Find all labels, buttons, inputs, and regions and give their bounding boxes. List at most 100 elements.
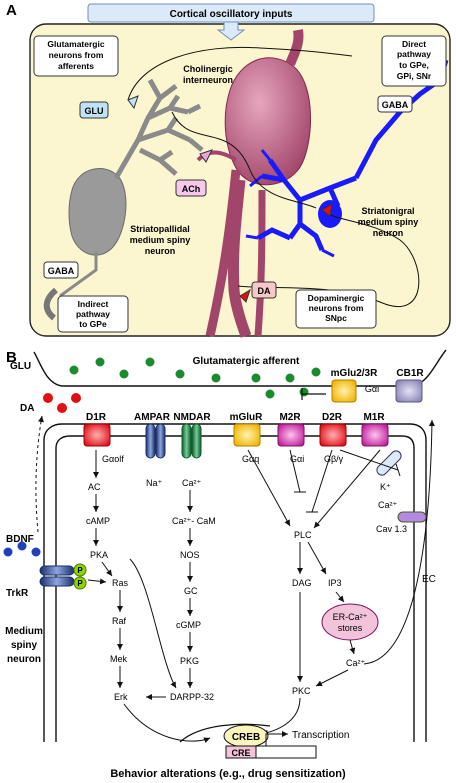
msn-label-3: neuron	[7, 654, 41, 665]
transcription-label: Transcription	[292, 730, 349, 741]
gbg-label: Gβ/γ	[324, 454, 344, 464]
da-afferent-axon	[237, 211, 420, 308]
mglu23-receptor	[331, 379, 357, 403]
direct-pathway-box	[381, 35, 447, 87]
striatopallidal-3: neuron	[145, 246, 176, 256]
d1r-receptor	[83, 423, 111, 447]
galphai-top-label: Gαi	[365, 384, 379, 394]
gaba-tag-left-box	[43, 261, 79, 279]
galphai-label: Gαi	[290, 454, 304, 464]
indirect-pathway-1: Indirect	[78, 299, 109, 309]
erk-node: Erk	[114, 692, 128, 702]
trkr-ras-arrow	[87, 578, 107, 585]
cav13-label: Cav 1.3	[376, 524, 407, 534]
glut-neurons-label-1: Glutamatergic	[47, 39, 104, 49]
mglur-receptor	[233, 423, 261, 447]
darpp-node: DARPP-32	[170, 692, 214, 702]
gaba-tag-right-box	[377, 95, 413, 113]
cav13-channel	[397, 511, 427, 523]
msn-label-2: spiny	[11, 640, 38, 651]
indirect-pathway-2: pathway	[76, 309, 110, 319]
gaba-tag-right: GABA	[382, 100, 409, 110]
glu-synapse	[127, 95, 139, 110]
plc-node: PLC	[294, 530, 312, 540]
cholinergic-label: Cholinergic	[183, 64, 233, 74]
nmdar-channel-b	[191, 423, 202, 459]
glu-tag: GLU	[85, 106, 104, 116]
cre-label: CRE	[231, 748, 250, 758]
pkc-creb-arrow	[261, 697, 301, 736]
glu-label: GLU	[10, 361, 31, 372]
cb1r-receptor	[395, 379, 423, 403]
da-synapse	[239, 288, 251, 303]
direct-pathway-4: GPi, SNr	[397, 71, 432, 81]
glu-to-nigral-axon	[171, 111, 317, 209]
er-stores-2: stores	[338, 623, 363, 633]
direct-pathway-2: pathway	[397, 49, 431, 59]
dag-node: DAG	[292, 578, 312, 588]
galphaq-label: Gαq	[242, 454, 259, 464]
creb-label: CREB	[232, 732, 260, 743]
ampar-channel-a	[145, 423, 156, 459]
glu-afferent-axon	[127, 46, 353, 101]
pkg-node: PKG	[180, 656, 199, 666]
bdnf-label: BDNF	[6, 534, 34, 545]
phospho-a-label: P	[77, 566, 83, 575]
panel-a-label: A	[6, 2, 17, 19]
phospho-b-label: P	[77, 579, 83, 588]
cb1r-label: CB1R	[396, 368, 424, 379]
glut-neurons-label-3: afferents	[58, 61, 94, 71]
m1r-label: M1R	[363, 412, 385, 423]
camp-node: cAMP	[86, 516, 110, 526]
bdnf-molecules	[3, 541, 41, 557]
postsynaptic-membrane	[43, 423, 427, 742]
trkr-receptor-b	[39, 576, 75, 587]
er-stores-1: ER-Ca²⁺	[333, 612, 368, 622]
dopaminergic-1: Dopaminergic	[308, 293, 365, 303]
d2r-receptor	[319, 423, 347, 447]
striatopallidal-neuron	[59, 78, 204, 298]
nmdar-channel-a	[181, 423, 192, 459]
dna-strand	[255, 745, 317, 759]
da-synapse-2	[321, 203, 333, 217]
glut-neurons-label-2: neurons from	[49, 50, 104, 60]
ca-out-node: Ca²⁺	[346, 658, 366, 668]
trkr-label: TrkR	[6, 588, 29, 599]
trkr-receptor-a	[39, 565, 75, 576]
striatonigral-1: Striatonigral	[361, 206, 414, 216]
ach-tag-box	[175, 179, 207, 197]
postsynaptic-membrane-inner	[55, 435, 415, 742]
striatopallidal-1: Striatopallidal	[130, 224, 190, 234]
ach-synapse	[199, 149, 213, 163]
pkc-node: PKC	[292, 686, 311, 696]
transcription-arrow	[265, 731, 288, 746]
raf-node: Raf	[112, 616, 127, 626]
ac-node: AC	[88, 482, 101, 492]
glut-neurons-box	[33, 35, 119, 77]
ras-node: Ras	[112, 578, 129, 588]
da-molecules	[43, 393, 81, 413]
dopaminergic-box	[295, 289, 377, 329]
nucleus-envelope	[179, 723, 271, 743]
d1r-label: D1R	[86, 412, 107, 423]
mglu-inhibit-line	[301, 388, 326, 400]
striatonigral-3: neuron	[373, 228, 404, 238]
glu-tag-box	[79, 101, 109, 119]
mglu23-label: mGlu2/3R	[331, 368, 378, 379]
cortical-input-arrow	[216, 21, 246, 41]
er-stores	[321, 603, 379, 641]
nmda-cascade-arrows	[129, 490, 193, 700]
ip3-node: IP3	[328, 578, 342, 588]
ca-cam-node: Ca²⁺- CaM	[172, 516, 216, 526]
ca-label: Ca²⁺	[182, 478, 202, 488]
d2r-label: D2R	[322, 412, 343, 423]
m2r-label: M2R	[279, 412, 301, 423]
d1-cascade-arrows	[93, 450, 123, 688]
cgmp-node: cGMP	[176, 620, 201, 630]
ca-channel-label: Ca²⁺	[378, 500, 398, 510]
da-tag-box	[251, 281, 277, 299]
direct-pathway-3: to GPe,	[399, 60, 429, 70]
bdnf-da-arrow	[35, 415, 44, 533]
na-label: Na⁺	[146, 478, 163, 488]
